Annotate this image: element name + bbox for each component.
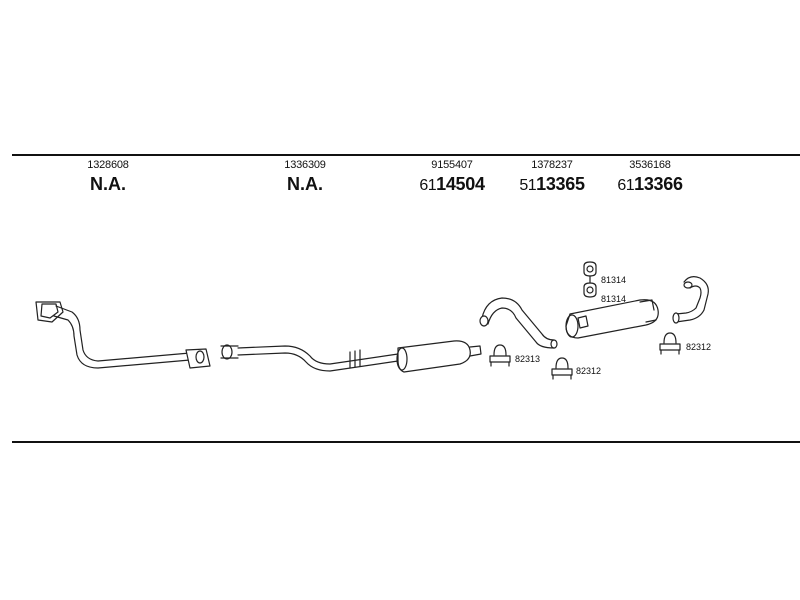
callout-label: 82313 [515, 354, 540, 364]
oe-number: 3536168 [629, 159, 671, 171]
oe-number: 1336309 [284, 159, 326, 171]
ref-main: 13365 [536, 174, 585, 194]
ref-prefix: 61 [617, 177, 635, 194]
clamp-drawing [659, 332, 681, 355]
oe-number: 1378237 [531, 159, 573, 171]
ref-number: 6114504 [392, 175, 512, 194]
rubber-mount-drawing [583, 261, 597, 298]
part-column-front-pipe: 1328608 N.A. [48, 159, 168, 194]
part-column-connecting-pipe: 1378237 5113365 [492, 160, 612, 194]
ref-main: 13366 [634, 174, 683, 194]
callout-label: 81314 [601, 275, 626, 285]
clamp-drawing [489, 344, 511, 367]
tail-pipe-drawing [672, 276, 709, 324]
clamp-drawing [551, 357, 573, 380]
ref-prefix: 61 [419, 177, 437, 194]
front-pipe-drawing [35, 301, 211, 369]
rear-silencer-drawing [565, 299, 659, 339]
callout-label: 81314 [601, 294, 626, 304]
ref-not-available: N.A. [90, 174, 126, 194]
part-column-middle-silencer: 9155407 6114504 [392, 160, 512, 194]
oe-number: 9155407 [431, 159, 473, 171]
ref-prefix: 51 [519, 177, 537, 194]
top-divider [12, 154, 800, 156]
middle-silencer-drawing [220, 340, 482, 373]
ref-main: 14504 [436, 174, 485, 194]
callout-label: 82312 [686, 342, 711, 352]
bottom-divider [12, 441, 800, 443]
ref-not-available: N.A. [287, 174, 323, 194]
ref-number: 5113365 [492, 175, 612, 194]
connecting-pipe-drawing [479, 297, 558, 349]
part-column-middle-pipe: 1336309 N.A. [245, 159, 365, 194]
callout-label: 82312 [576, 366, 601, 376]
oe-number: 1328608 [87, 159, 129, 171]
ref-number: 6113366 [590, 175, 710, 194]
part-column-rear-silencer: 3536168 6113366 [590, 160, 710, 194]
